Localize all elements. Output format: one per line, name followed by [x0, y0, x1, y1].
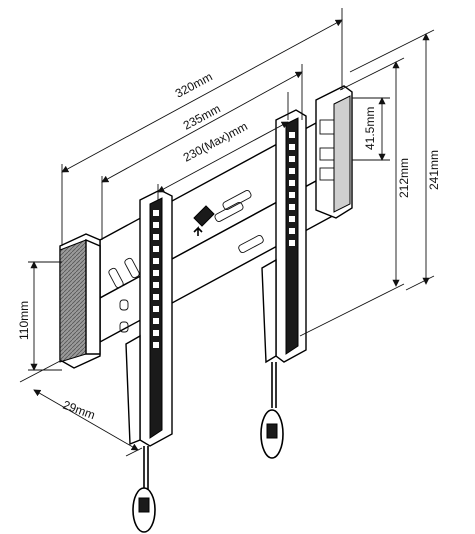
spacer-block [59, 233, 101, 369]
wall-hook-bracket [315, 85, 353, 219]
label-110mm: 110mm [17, 301, 31, 340]
plate-slots [108, 190, 264, 333]
label-235mm: 235mm [181, 102, 223, 133]
label-29mm: 29mm [61, 398, 97, 423]
label-320mm: 320mm [173, 70, 215, 101]
left-rail-holes [153, 210, 159, 348]
dimension-lines [19, 8, 435, 457]
label-241mm: 241mm [427, 150, 441, 190]
left-rail [125, 189, 173, 533]
label-212mm: 212mm [397, 158, 411, 198]
brand-logo-icon [193, 205, 215, 236]
label-41-5mm: 41.5mm [363, 107, 377, 150]
